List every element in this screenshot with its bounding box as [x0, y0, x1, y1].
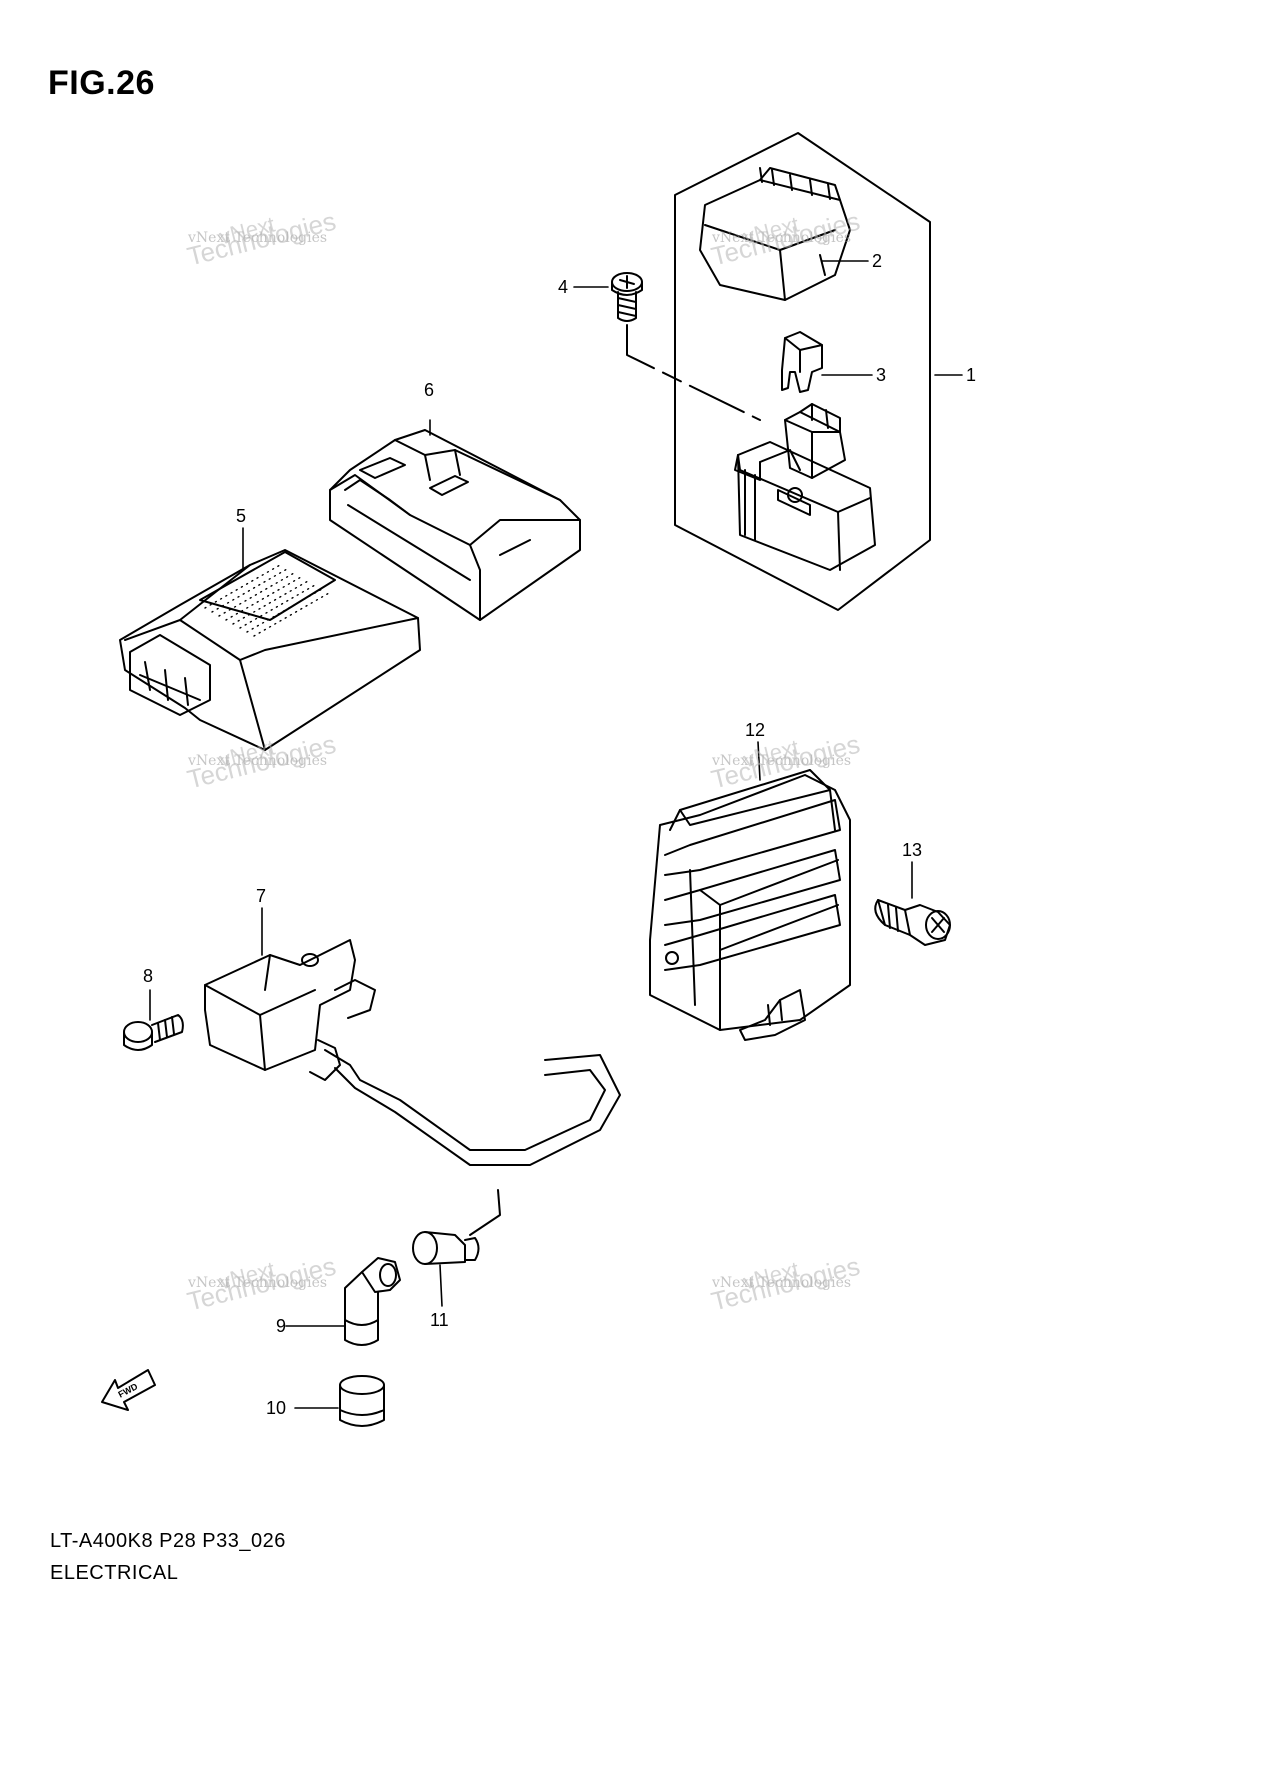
callout-3: 3 [876, 365, 886, 385]
callout-12: 12 [745, 720, 765, 740]
part-connector [412, 1231, 480, 1265]
model-code: LT-A400K8 P28 P33_026 [50, 1530, 286, 1552]
part-regulator-rectifier [649, 769, 851, 1041]
callout-9: 9 [276, 1316, 286, 1336]
part-rubber-boot [339, 1375, 385, 1427]
part-fuse [781, 331, 823, 393]
part-starter-relay [734, 403, 876, 571]
part-screw-4 [611, 272, 643, 322]
ecm-vent-dots [204, 564, 330, 637]
callout-8: 8 [143, 966, 153, 986]
section-name: ELECTRICAL [50, 1562, 179, 1584]
fwd-arrow [101, 1369, 156, 1411]
part-ecm-cover [329, 429, 581, 621]
callout-1: 1 [966, 365, 976, 385]
callout-11: 11 [430, 1310, 449, 1330]
callout-10: 10 [266, 1398, 286, 1418]
callout-4: 4 [558, 277, 568, 297]
callout-7: 7 [256, 886, 266, 906]
callout-5: 5 [236, 506, 246, 526]
callout-13: 13 [902, 840, 922, 860]
part-relay-cover [699, 167, 851, 301]
relay-assembly-outline [674, 132, 931, 611]
part-ignition-coil [204, 939, 621, 1236]
leader-4-dashed [626, 324, 761, 421]
part-plug-cap [344, 1257, 401, 1346]
callout-6: 6 [424, 380, 434, 400]
part-ecm [119, 549, 421, 751]
figure-title: FIG.26 [48, 64, 155, 102]
part-bolt-8 [123, 1014, 184, 1051]
callout-2: 2 [872, 251, 882, 271]
leader-lines [149, 260, 963, 1409]
part-bolt-13 [874, 899, 951, 946]
